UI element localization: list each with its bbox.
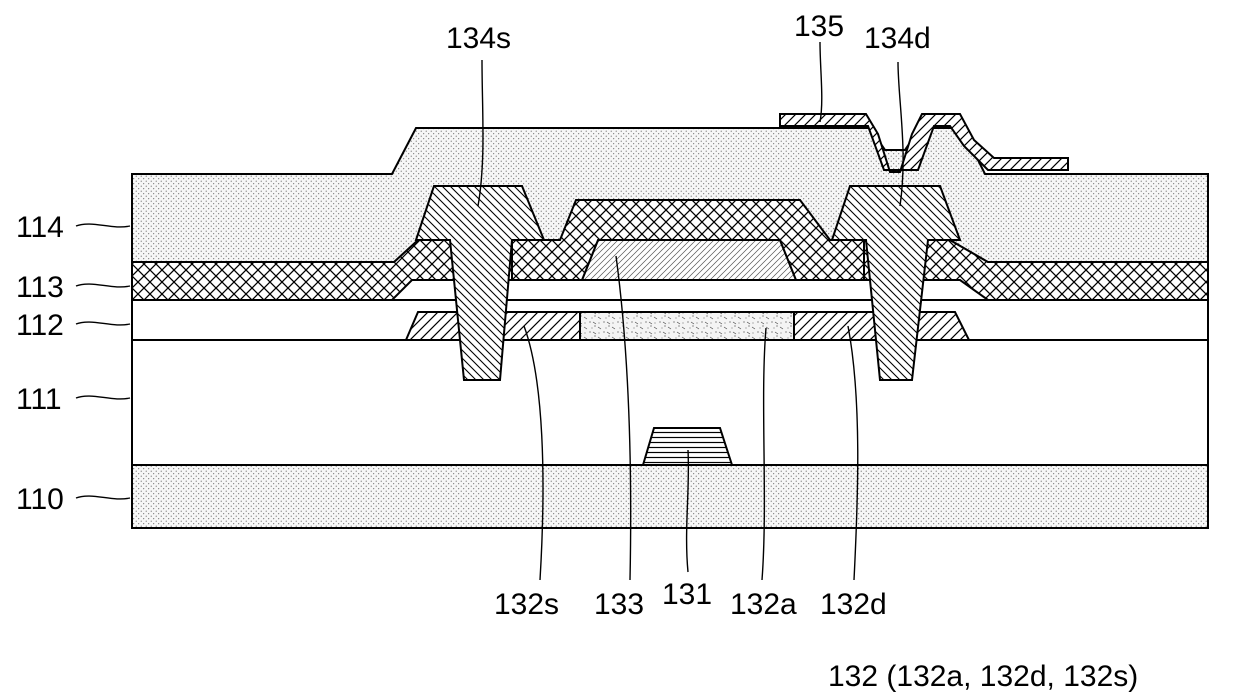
label-132d: 132d	[820, 588, 887, 621]
lead-111	[76, 396, 130, 399]
layer-110-substrate	[132, 465, 1208, 528]
lead-135	[820, 42, 822, 122]
lead-113	[76, 284, 130, 287]
label-134s: 134s	[446, 22, 511, 55]
gate-electrode-131	[643, 428, 732, 465]
lead-114	[76, 224, 130, 227]
label-135: 135	[794, 10, 844, 43]
label-110: 110	[16, 483, 64, 516]
label-132-note: 132 (132a, 132d, 132s)	[828, 660, 1138, 693]
lead-110	[76, 496, 130, 499]
label-132a: 132a	[730, 588, 797, 621]
label-134d: 134d	[864, 22, 931, 55]
layer-133	[582, 240, 796, 280]
label-132s: 132s	[494, 588, 559, 621]
label-112: 112	[16, 309, 64, 342]
label-113: 113	[16, 271, 64, 304]
label-114: 114	[16, 211, 64, 244]
label-131: 131	[662, 578, 712, 611]
lead-112	[76, 322, 130, 325]
channel-region-132a	[580, 312, 794, 340]
label-133: 133	[594, 588, 644, 621]
label-111: 111	[16, 383, 62, 416]
